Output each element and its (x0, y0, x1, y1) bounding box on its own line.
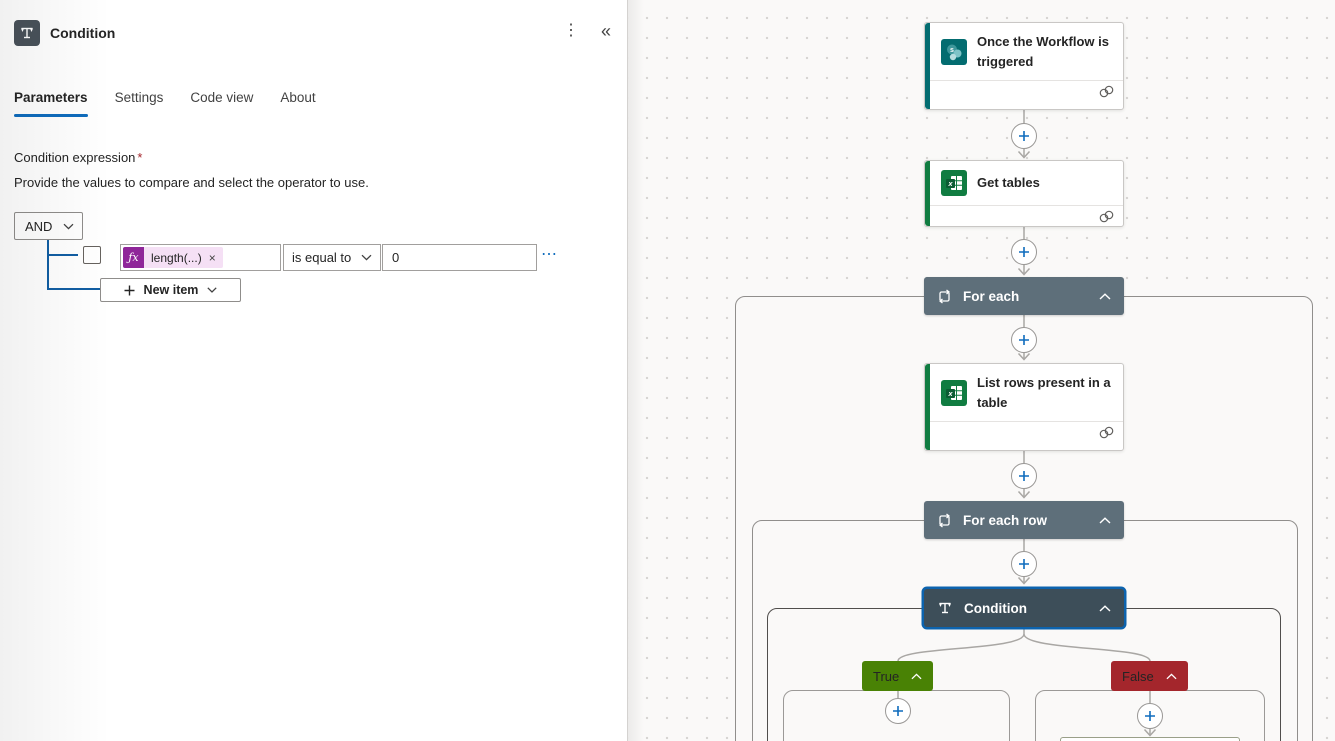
node-label: Once the Workflow is triggered (977, 34, 1109, 69)
expression-token[interactable]: ƒx length(...) × (123, 247, 223, 268)
node-label: Get tables (977, 175, 1040, 191)
node-label: For each row (963, 512, 1048, 528)
node-get-tables[interactable]: x Get tables (924, 160, 1124, 227)
loop-icon (938, 288, 951, 304)
row-menu-button[interactable]: ⋯ (541, 246, 558, 263)
panel-header: Condition (14, 20, 115, 46)
tab-settings[interactable]: Settings (114, 90, 164, 105)
insert-step-button[interactable] (1011, 551, 1037, 577)
trigger-accent-bar (925, 23, 930, 109)
chevron-down-icon (207, 287, 218, 293)
branch-label-text: True (873, 668, 900, 684)
node-for-each[interactable]: For each (924, 277, 1124, 315)
collapse-chevron-up-icon[interactable] (911, 673, 922, 680)
insert-step-button-false-branch[interactable] (1137, 703, 1163, 729)
plus-icon (124, 285, 135, 295)
group-operator-dropdown[interactable]: AND (14, 212, 83, 240)
node-partial-card[interactable] (1060, 737, 1240, 741)
remove-token-icon[interactable]: × (208, 250, 216, 265)
workflow-canvas[interactable]: s Once the Workflow is triggered (628, 0, 1335, 741)
node-label: List rows present in a table (977, 375, 1111, 410)
collapse-chevron-up-icon[interactable] (1099, 292, 1111, 300)
node-trigger[interactable]: s Once the Workflow is triggered (924, 22, 1124, 110)
node-list-rows[interactable]: x List rows present in a table (924, 363, 1124, 451)
connection-icon (1099, 85, 1114, 98)
new-item-button[interactable]: New item (100, 278, 241, 302)
plus-icon (1019, 471, 1029, 481)
svg-text:x: x (947, 179, 953, 188)
plus-icon (1019, 131, 1029, 141)
tab-code-view[interactable]: Code view (190, 90, 254, 105)
connection-icon (1099, 426, 1114, 439)
branch-label-text: False (1122, 668, 1154, 684)
insert-step-button[interactable] (1011, 123, 1037, 149)
condition-row-checkbox[interactable] (83, 246, 101, 264)
fx-icon: ƒx (123, 247, 144, 268)
plus-icon (1145, 711, 1155, 721)
svg-text:s: s (950, 47, 954, 54)
excel-icon: x (941, 379, 967, 406)
excel-icon: x (941, 170, 967, 196)
chevron-down-icon (361, 254, 372, 261)
condition-parameters-panel: Condition ⋮ « Parameters Settings Code v… (0, 0, 628, 741)
tab-about[interactable]: About (280, 90, 316, 105)
svg-text:x: x (947, 389, 953, 398)
plus-icon (1019, 335, 1029, 345)
operand-one-field[interactable]: ƒx length(...) × (120, 244, 281, 271)
tab-parameters[interactable]: Parameters (14, 90, 88, 117)
collapse-panel-icon[interactable]: « (600, 21, 611, 41)
loop-icon (938, 512, 951, 528)
group-tree-line (47, 240, 49, 289)
group-tree-line (47, 254, 78, 256)
operator-value: is equal to (292, 250, 352, 265)
collapse-chevron-up-icon[interactable] (1099, 516, 1111, 524)
insert-step-button[interactable] (1011, 463, 1037, 489)
sharepoint-icon: s (941, 38, 967, 65)
operand-two-value: 0 (392, 250, 400, 265)
expression-token-label: length(...) (151, 250, 202, 265)
true-branch-label[interactable]: True (862, 661, 933, 691)
operator-dropdown[interactable]: is equal to (283, 244, 381, 271)
plus-icon (1019, 559, 1029, 569)
new-item-label: New item (143, 283, 199, 297)
plus-icon (893, 706, 903, 716)
collapse-chevron-up-icon[interactable] (1166, 673, 1177, 680)
connection-icon (1099, 210, 1114, 223)
node-condition-selected[interactable]: Condition (924, 589, 1124, 627)
panel-title: Condition (50, 25, 116, 41)
false-branch-label[interactable]: False (1111, 661, 1188, 691)
insert-step-button-true-branch[interactable] (885, 698, 911, 724)
excel-accent-bar (925, 161, 930, 226)
plus-icon (1019, 247, 1029, 257)
condition-expression-label: Condition expression* (14, 150, 143, 165)
required-asterisk: * (137, 150, 143, 165)
node-label: For each (963, 288, 1020, 304)
operand-two-field[interactable]: 0 (382, 244, 537, 271)
condition-icon (14, 20, 40, 46)
panel-actions: ⋮ « (563, 22, 611, 40)
group-tree-line (47, 288, 100, 290)
condition-icon (939, 602, 951, 614)
panel-tabs: Parameters Settings Code view About (14, 90, 316, 117)
insert-step-button[interactable] (1011, 239, 1037, 265)
node-for-each-row[interactable]: For each row (924, 501, 1124, 539)
collapse-chevron-up-icon[interactable] (1099, 604, 1111, 612)
more-options-icon[interactable]: ⋮ (562, 22, 579, 39)
excel-accent-bar (925, 364, 930, 450)
insert-step-button[interactable] (1011, 327, 1037, 353)
condition-expression-description: Provide the values to compare and select… (14, 175, 369, 190)
node-label: Condition (964, 600, 1027, 616)
chevron-down-icon (63, 223, 74, 230)
group-operator-value: AND (25, 218, 53, 234)
